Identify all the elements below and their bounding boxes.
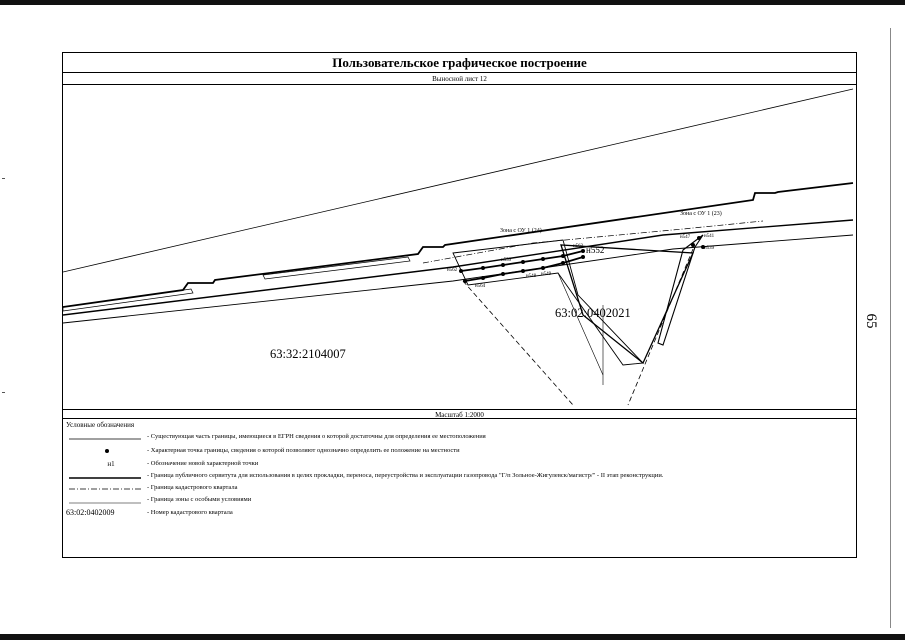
point-label: н539 [704, 246, 715, 251]
dash-dot-line-icon [69, 488, 141, 490]
point-label: н563 [573, 244, 584, 249]
point-label-big: н552 [586, 245, 604, 255]
point-label: н547 [680, 235, 691, 240]
solid-thin-line-icon [69, 438, 141, 440]
margin-tick [2, 392, 5, 393]
drawing-sheet: Пользовательское графическое построение … [62, 52, 857, 558]
quarter-number-sample: 63:02:0402009 [66, 508, 115, 517]
road-edge-upper [63, 182, 854, 308]
quarter-number-second: 63:02:0402021 [555, 306, 631, 320]
easement-line-icon [69, 477, 141, 479]
road-upper-boundary [63, 88, 854, 273]
point-label: н564 [475, 284, 486, 289]
road-edge-lower [63, 234, 854, 324]
legend-item: н1 - Обозначение новой характерной точки [63, 458, 853, 470]
legend-item: - Граница зоны с особыми условиями [63, 494, 853, 506]
sheet-label: Выносной лист 12 [63, 73, 856, 85]
bottom-border [0, 634, 905, 640]
point-label: н559 [501, 258, 512, 263]
legend-title: Условные обозначения [66, 421, 135, 429]
zone-line-icon [69, 502, 141, 504]
page-edge-line [890, 28, 891, 628]
boundary-points [459, 236, 705, 283]
point-dot-icon [105, 449, 109, 453]
legend-item: - Граница публичного сервитута для испол… [63, 470, 853, 482]
zone-label-a: Зона с ОУ 1 (24) [500, 227, 542, 234]
legend-text: - Характерная точка границы, сведения о … [147, 447, 460, 454]
point-label: н549 [541, 272, 552, 277]
zone-label-b: Зона с ОУ 1 (23) [680, 210, 722, 217]
road-edge-middle [63, 219, 854, 316]
scale-label: Масштаб 1:2000 [63, 409, 856, 419]
strip-parcel [63, 288, 194, 312]
new-point-symbol: н1 [107, 460, 115, 468]
parcel-boundary [452, 239, 644, 366]
legend-item: - Существующая часть границы, имеющиеся … [63, 431, 853, 443]
legend-text: - Граница публичного сервитута для испол… [147, 472, 664, 479]
legend-text: - Существующая часть границы, имеющиеся … [147, 433, 486, 440]
parcel-boundary [560, 244, 694, 365]
cadastral-map: 63:32:2104007 63:02:0402021 Зона с ОУ 1 … [63, 88, 854, 406]
quarter-number-main: 63:32:2104007 [270, 347, 346, 361]
easement-boundary [627, 248, 694, 406]
quarter-boundary [422, 220, 764, 264]
legend-item: 63:02:0402009 - Номер кадастрового кварт… [63, 507, 853, 519]
easement-boundary [462, 280, 574, 406]
legend-text: - Номер кадастрового квартала [147, 509, 233, 516]
legend-text: - Граница кадастрового квартала [147, 484, 238, 491]
top-border [0, 0, 905, 5]
page-number: 65 [863, 313, 879, 329]
point-label: н562 [447, 268, 458, 273]
strip-parcel [262, 256, 411, 280]
page-title: Пользовательское графическое построение [63, 53, 856, 73]
legend-item: - Характерная точка границы, сведения о … [63, 445, 853, 457]
legend-text: - Граница зоны с особыми условиями [147, 496, 252, 503]
legend-text: - Обозначение новой характерной точки [147, 460, 259, 467]
point-label: н548 [526, 274, 537, 279]
point-label: н541 [704, 234, 715, 239]
legend-item: - Граница кадастрового квартала [63, 482, 853, 494]
margin-tick [2, 178, 5, 179]
thin-line [557, 272, 604, 376]
